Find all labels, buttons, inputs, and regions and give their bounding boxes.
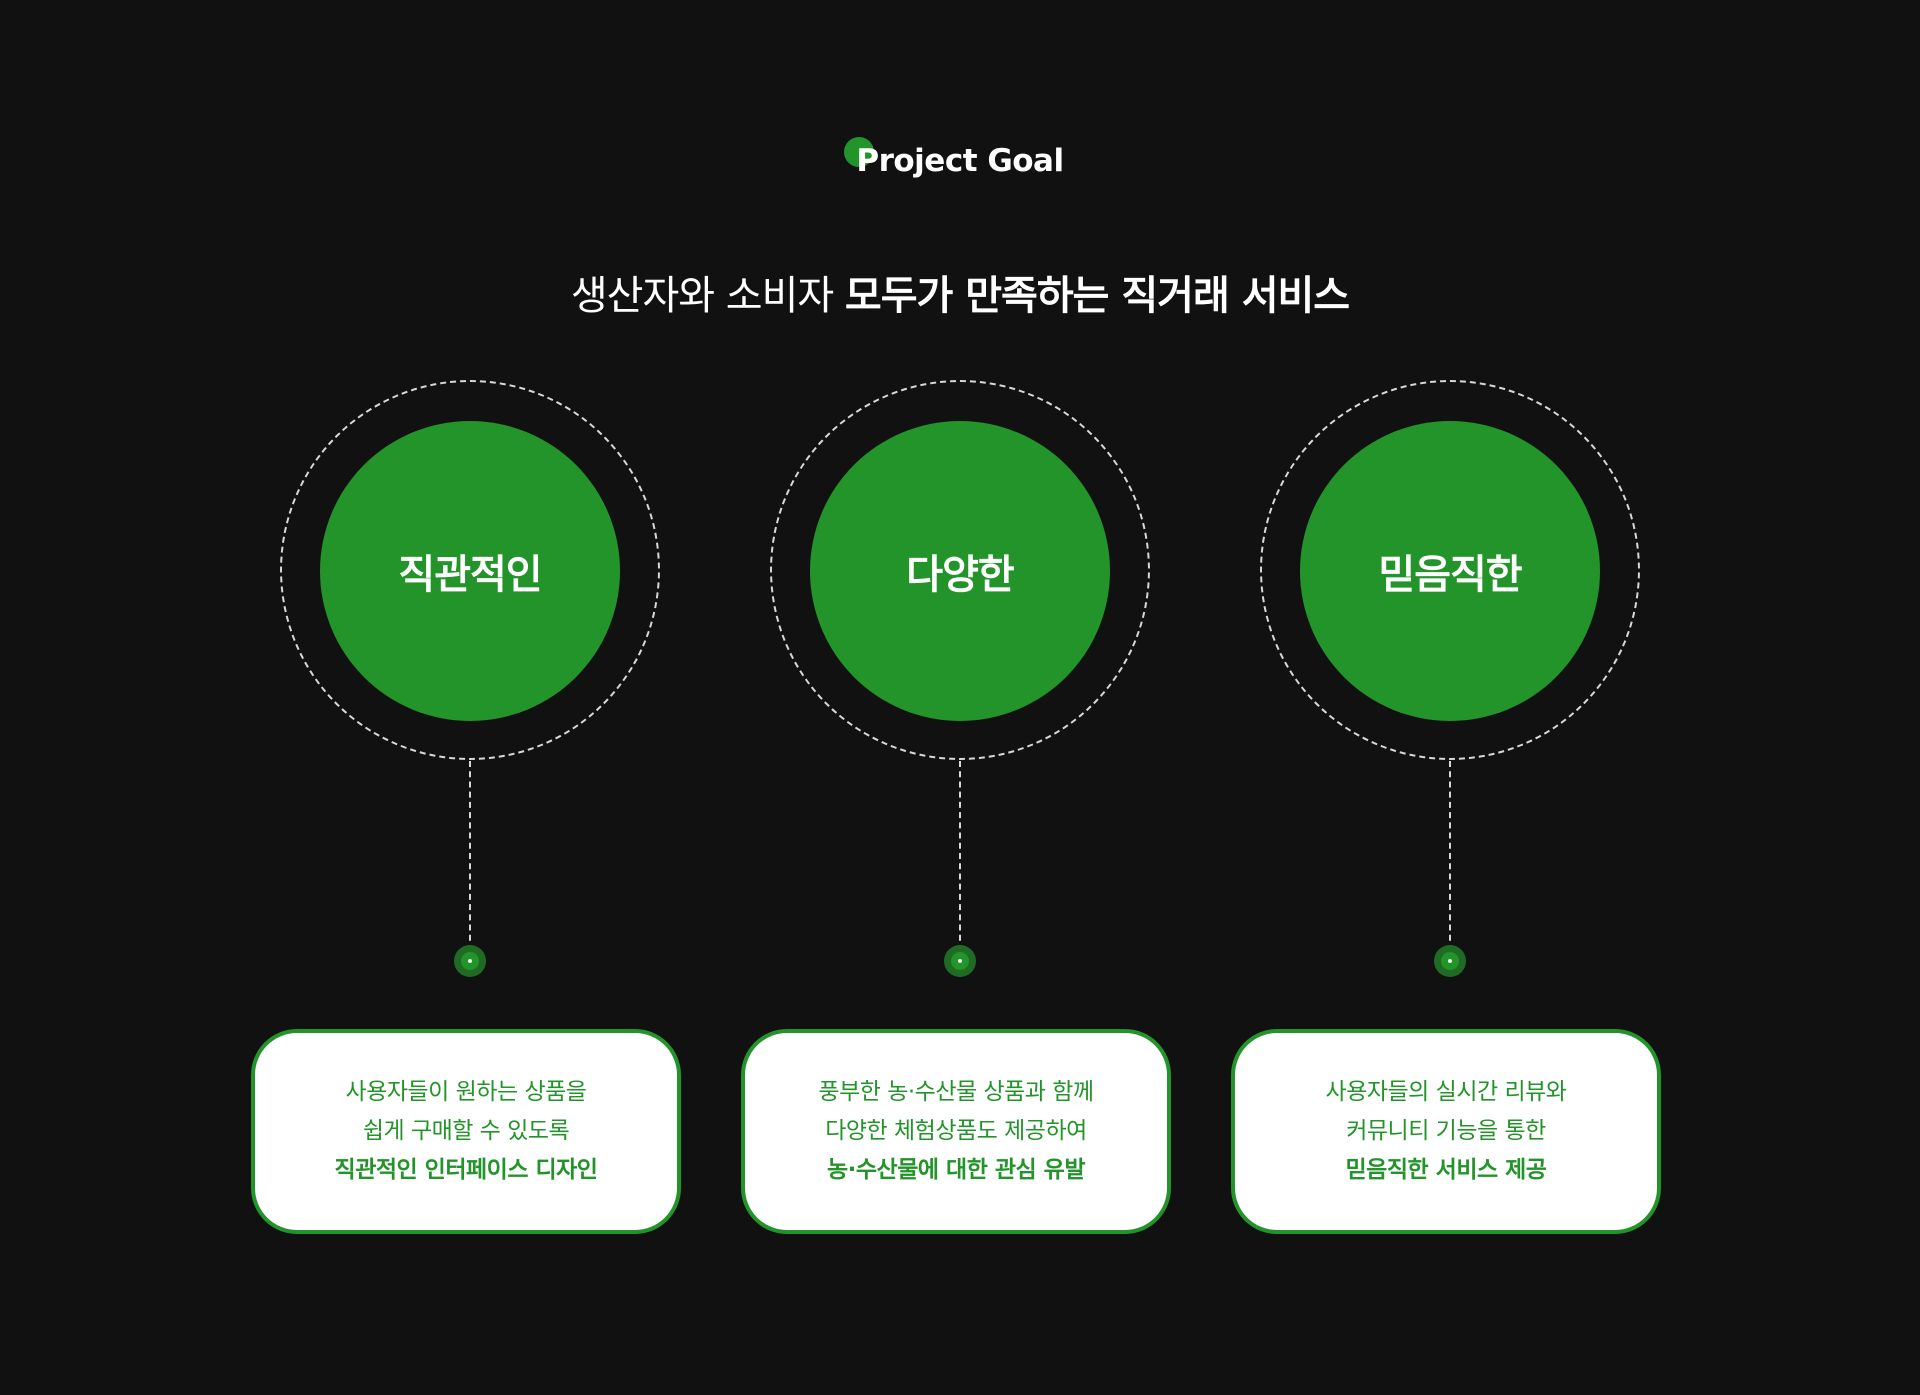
section-tag: Project Goal xyxy=(0,137,1920,184)
node-dot-icon xyxy=(1434,945,1466,977)
goal-card: 풍부한 농·수산물 상품과 함께 다양한 체험상품도 제공하여 농·수산물에 대… xyxy=(741,1029,1171,1234)
goal-column-diverse: 다양한 풍부한 농·수산물 상품과 함께 다양한 체험상품도 제공하여 농·수산… xyxy=(740,380,1180,1246)
goal-circle: 믿음직한 xyxy=(1300,421,1600,721)
node-dot-mid xyxy=(1441,952,1459,970)
accent-dot-icon xyxy=(844,137,875,167)
node-dot-icon xyxy=(944,945,976,977)
section-tag-label: Project Goal xyxy=(856,143,1064,179)
node-dot-core xyxy=(1448,959,1452,963)
dashed-ring xyxy=(770,380,1150,760)
goal-circle: 직관적인 xyxy=(320,421,620,721)
section-tag-label-wrap: Project Goal xyxy=(844,137,1064,184)
goal-column-trustworthy: 믿음직한 사용자들의 실시간 리뷰와 커뮤니티 기능을 통한 믿음직한 서비스 … xyxy=(1230,380,1670,1246)
page-headline: 생산자와 소비자 모두가 만족하는 직거래 서비스 xyxy=(0,268,1920,324)
goal-title: 다양한 xyxy=(906,552,1014,598)
goal-card: 사용자들이 원하는 상품을 쉽게 구매할 수 있도록 직관적인 인터페이스 디자… xyxy=(251,1029,681,1234)
goal-card-line: 다양한 체험상품도 제공하여 xyxy=(825,1118,1087,1144)
goal-title: 직관적인 xyxy=(398,552,542,598)
node-dot-core xyxy=(468,959,472,963)
goal-card-line: 쉽게 구매할 수 있도록 xyxy=(362,1118,570,1144)
goal-column-intuitive: 직관적인 사용자들이 원하는 상품을 쉽게 구매할 수 있도록 직관적인 인터페… xyxy=(250,380,690,1246)
dashed-connector xyxy=(1449,761,1451,951)
headline-light: 생산자와 소비자 xyxy=(570,273,834,319)
node-dot-mid xyxy=(461,952,479,970)
goal-card-line: 사용자들의 실시간 리뷰와 xyxy=(1325,1079,1567,1105)
dashed-ring xyxy=(1260,380,1640,760)
goal-card-highlight: 농·수산물에 대한 관심 유발 xyxy=(826,1157,1086,1183)
goal-card-line: 사용자들이 원하는 상품을 xyxy=(345,1079,587,1105)
goal-card: 사용자들의 실시간 리뷰와 커뮤니티 기능을 통한 믿음직한 서비스 제공 xyxy=(1231,1029,1661,1234)
goal-card-line: 풍부한 농·수산물 상품과 함께 xyxy=(818,1079,1094,1105)
node-dot-mid xyxy=(951,952,969,970)
goal-card-line: 커뮤니티 기능을 통한 xyxy=(1346,1118,1546,1144)
headline-bold: 모두가 만족하는 직거래 서비스 xyxy=(844,273,1350,319)
dashed-ring xyxy=(280,380,660,760)
node-dot-icon xyxy=(454,945,486,977)
dashed-connector xyxy=(959,761,961,951)
goal-circle: 다양한 xyxy=(810,421,1110,721)
goal-card-highlight: 직관적인 인터페이스 디자인 xyxy=(334,1157,598,1183)
dashed-connector xyxy=(469,761,471,951)
node-dot-core xyxy=(958,959,962,963)
goal-title: 믿음직한 xyxy=(1378,552,1522,598)
goal-card-highlight: 믿음직한 서비스 제공 xyxy=(1345,1157,1547,1183)
